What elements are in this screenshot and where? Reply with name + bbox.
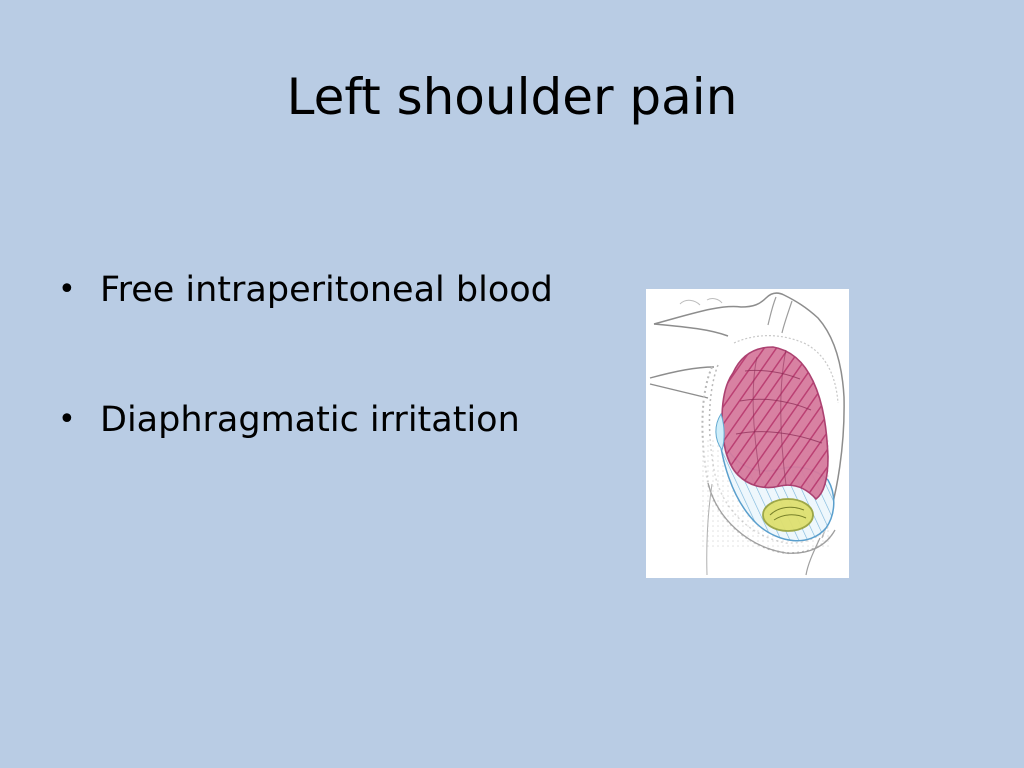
bullet-item: • Free intraperitoneal blood: [56, 262, 636, 318]
bullet-icon: •: [58, 272, 76, 307]
bullet-list: • Free intraperitoneal blood • Diaphragm…: [56, 262, 636, 448]
torso-anatomy-icon: [649, 292, 845, 576]
slide-title: Left shoulder pain: [286, 68, 738, 126]
anatomy-illustration: [646, 289, 849, 578]
bullet-text: Diaphragmatic irritation: [100, 400, 520, 440]
bullet-text: Free intraperitoneal blood: [100, 270, 553, 310]
bullet-item: • Diaphragmatic irritation: [56, 392, 636, 448]
bullet-icon: •: [58, 402, 76, 437]
